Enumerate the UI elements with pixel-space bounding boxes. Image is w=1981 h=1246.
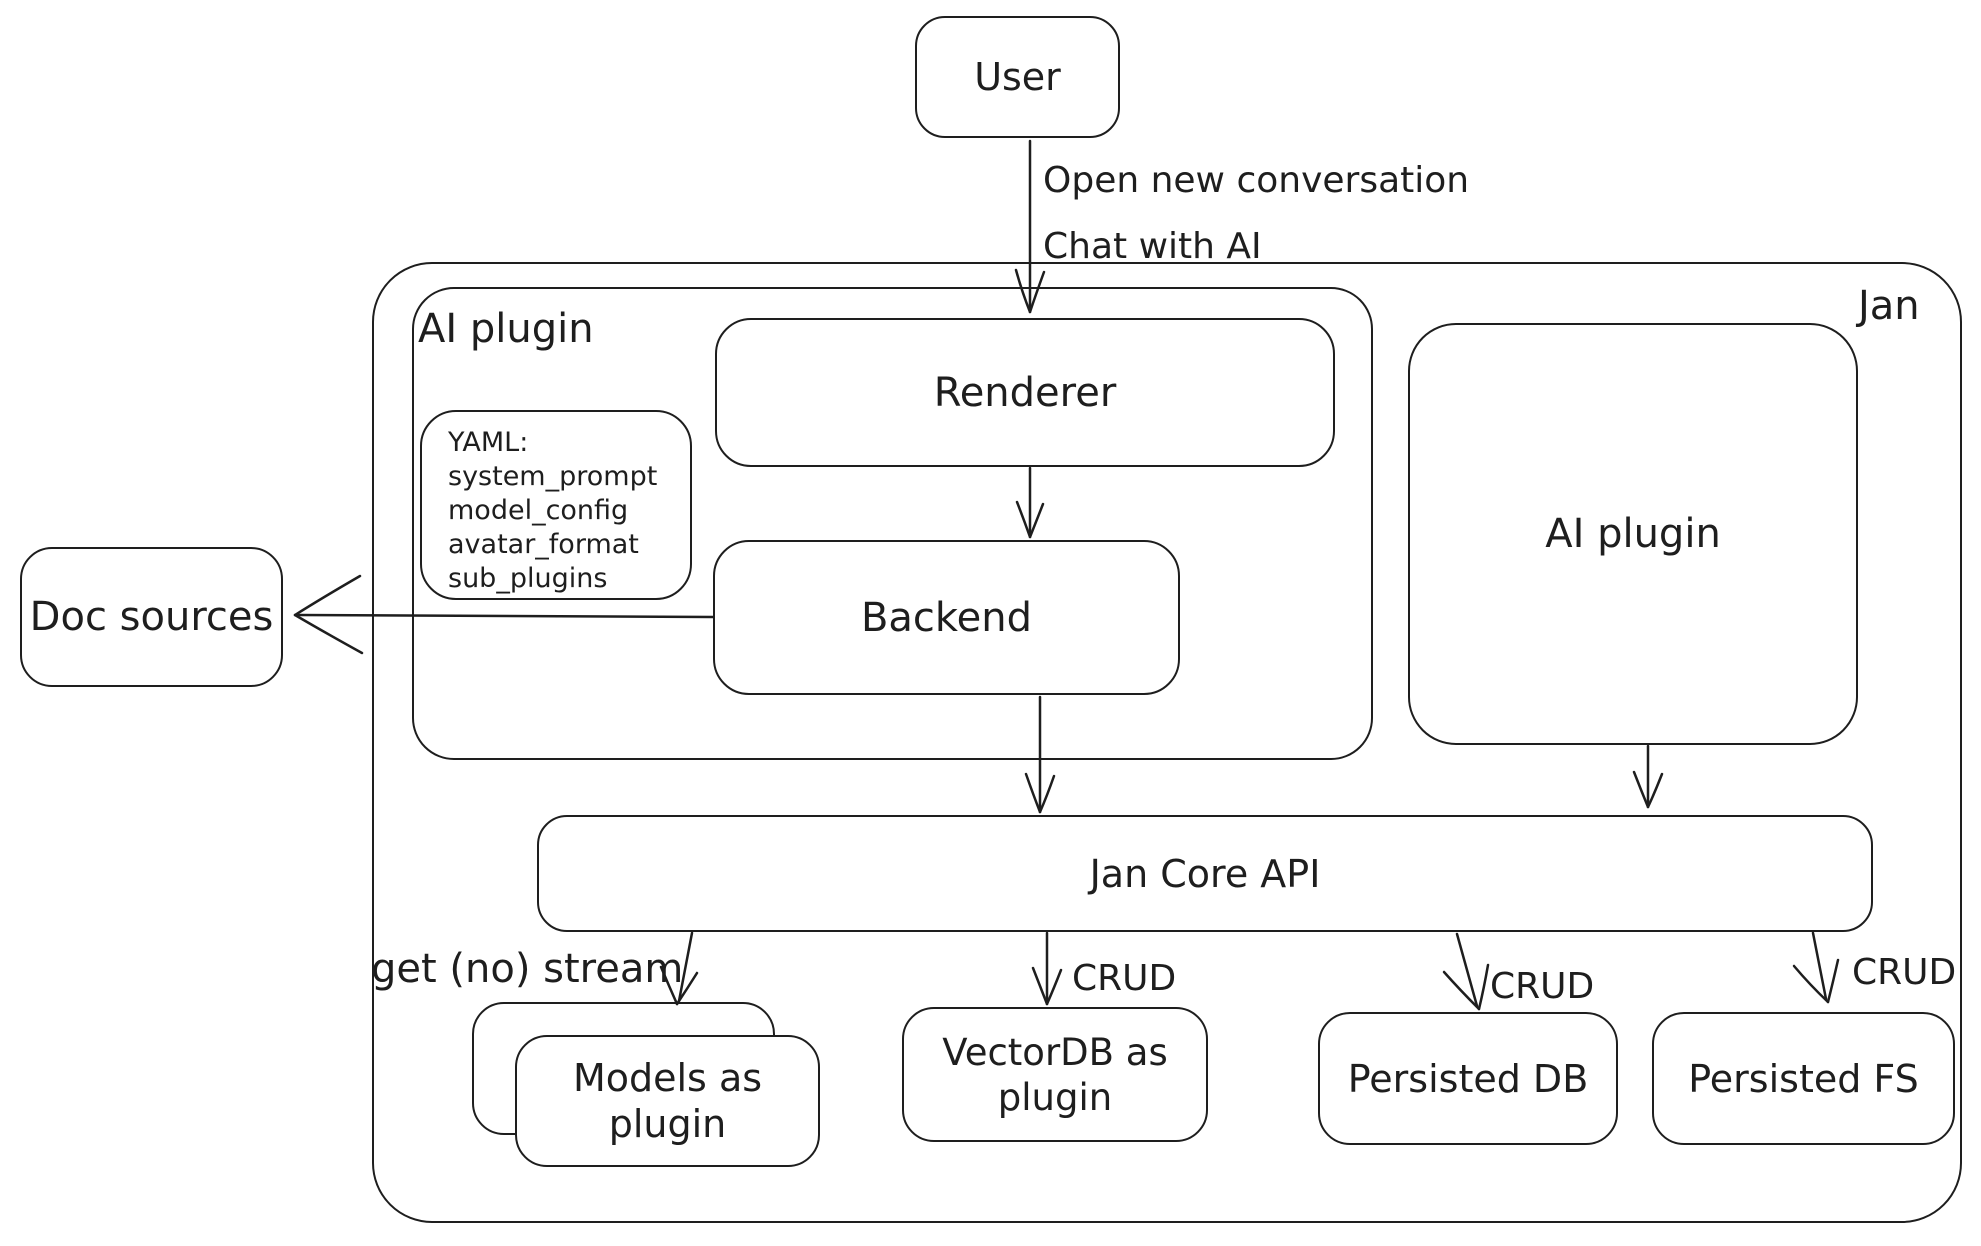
doc-sources-node[interactable]: Doc sources	[20, 547, 283, 687]
jan-core-api-node[interactable]: Jan Core API	[537, 815, 1873, 932]
yaml-note-text: YAML: system_prompt model_config avatar_…	[448, 427, 658, 594]
arrow-core-to-models[interactable]	[659, 931, 699, 1006]
vectordb-as-plugin-label: VectorDB as plugin	[942, 1030, 1168, 1119]
doc-sources-label: Doc sources	[29, 594, 274, 640]
yaml-note[interactable]: YAML: system_prompt model_config avatar_…	[420, 410, 692, 600]
arrow-core-to-persisted-db[interactable]	[1442, 932, 1490, 1011]
models-as-plugin-node[interactable]: Models as plugin	[515, 1035, 820, 1167]
arrow-core-to-persisted-fs[interactable]	[1792, 931, 1840, 1004]
vectordb-as-plugin-node[interactable]: VectorDB as plugin	[902, 1007, 1208, 1142]
backend-node[interactable]: Backend	[713, 540, 1180, 695]
arrow-user-to-renderer[interactable]	[1014, 139, 1046, 314]
persisted-db-node[interactable]: Persisted DB	[1318, 1012, 1618, 1145]
jan-core-api-label: Jan Core API	[1089, 851, 1321, 896]
user-label: User	[974, 55, 1061, 99]
arrow-backend-to-jan-core-api[interactable]	[1024, 695, 1056, 814]
renderer-label: Renderer	[933, 369, 1117, 416]
jan-container-label: Jan	[1858, 283, 1920, 329]
backend-label: Backend	[860, 594, 1033, 641]
arrow-backend-to-doc-sources[interactable]	[293, 574, 715, 655]
edge-label-crud-persisted-db: CRUD	[1490, 966, 1595, 1007]
models-as-plugin-label: Models as plugin	[572, 1056, 763, 1146]
persisted-db-label: Persisted DB	[1347, 1056, 1589, 1101]
renderer-node[interactable]: Renderer	[715, 318, 1335, 467]
ai-plugin-right-node[interactable]: AI plugin	[1408, 323, 1858, 745]
user-node[interactable]: User	[915, 16, 1120, 138]
jan-container-box[interactable]	[372, 262, 1962, 1223]
persisted-fs-label: Persisted FS	[1688, 1056, 1919, 1101]
edge-label-get-no-stream: get (no) stream	[371, 946, 684, 992]
ai-plugin-right-label: AI plugin	[1545, 511, 1721, 557]
arrow-core-to-vectordb[interactable]	[1031, 931, 1063, 1006]
arrow-ai-plugin-right-to-jan-core-api[interactable]	[1632, 744, 1664, 809]
edge-label-crud-persisted-fs: CRUD	[1852, 952, 1957, 993]
edge-label-crud-vectordb: CRUD	[1072, 958, 1177, 999]
ai-plugin-left-box[interactable]	[412, 287, 1373, 760]
edge-label-chat-with-ai: Chat with AI	[1043, 226, 1262, 267]
persisted-fs-node[interactable]: Persisted FS	[1652, 1012, 1955, 1145]
edge-label-open-new-conversation: Open new conversation	[1043, 160, 1470, 201]
arrow-renderer-to-backend[interactable]	[1015, 466, 1045, 539]
ai-plugin-left-label: AI plugin	[418, 306, 594, 352]
